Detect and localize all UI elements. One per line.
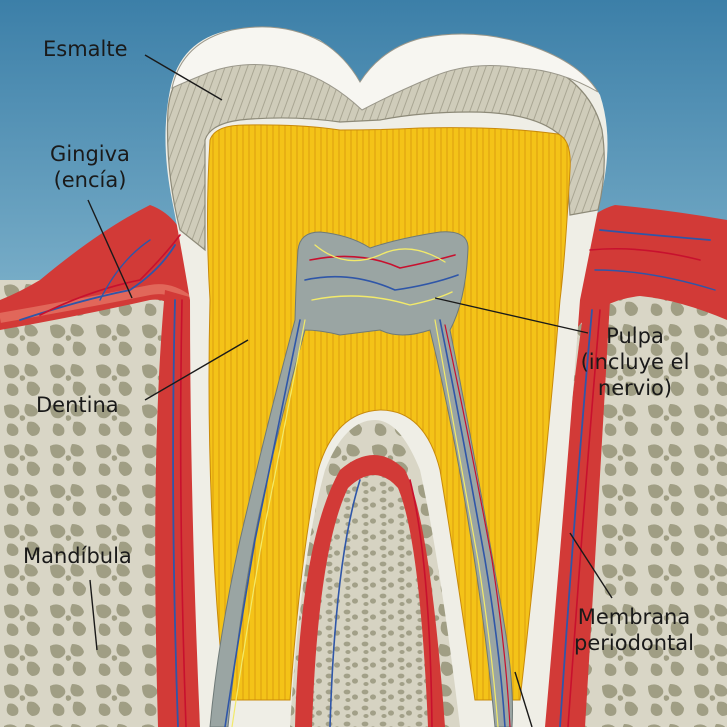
leader-membrane: [569, 532, 613, 599]
label-gum-line1: Gingiva: [50, 142, 130, 166]
right-gum: [560, 205, 727, 330]
left-membrane: [155, 290, 200, 727]
label-dentin: Dentina: [36, 393, 119, 417]
label-pulp: Pulpa (incluye el nervio): [570, 323, 700, 401]
label-pulp-line1: Pulpa: [606, 324, 664, 348]
pulp-chamber: [209, 231, 513, 727]
pulp-vessels: [224, 244, 511, 727]
label-membrane: Membrana periodontal: [563, 604, 705, 656]
label-gum: Gingiva (encía): [40, 141, 140, 193]
leader-enamel: [144, 54, 223, 101]
label-jaw: Mandíbula: [23, 544, 132, 568]
leader-gum: [87, 199, 133, 299]
leader-membrane-root: [514, 671, 533, 727]
label-membrane-line1: Membrana: [577, 605, 691, 629]
leader-jaw: [89, 579, 98, 651]
leader-pulp: [434, 297, 589, 334]
label-enamel: Esmalte: [43, 37, 128, 61]
enamel-surface: [171, 26, 599, 111]
leader-dentin: [144, 339, 249, 401]
gum-vessels: [19, 229, 716, 727]
label-membrane-line2: periodontal: [574, 631, 694, 655]
label-pulp-line2: (incluye el: [580, 350, 690, 374]
inter-root-bone: [312, 475, 428, 727]
left-gum: [0, 205, 190, 330]
leader-lines: [87, 54, 613, 727]
label-gum-line2: (encía): [53, 168, 127, 192]
label-pulp-line3: nervio): [597, 376, 673, 400]
